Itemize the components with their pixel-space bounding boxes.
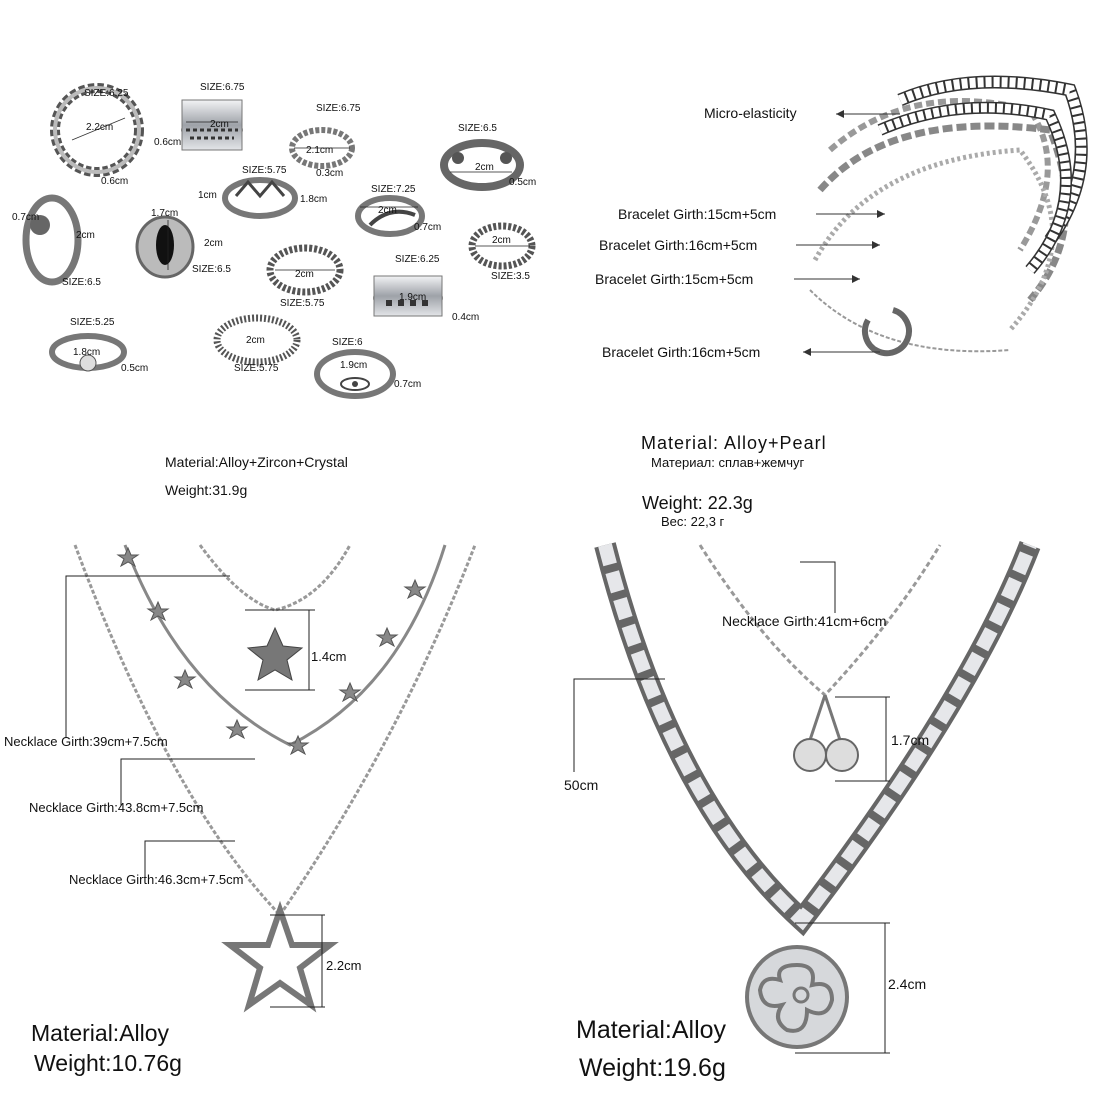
ring-size-label: SIZE:3.5 (491, 271, 530, 282)
bracelet-girth-label: Bracelet Girth:16cm+5cm (599, 237, 758, 253)
pendant-small-size: 1.4cm (311, 649, 347, 664)
rings-panel: SIZE:6.25 2.2cm 0.6cm SIZE:6.75 2cm 0.6c… (0, 0, 550, 540)
ring-dimension-label: 2cm (246, 335, 265, 346)
necklace-set-1-material: Material:Alloy (31, 1020, 170, 1046)
rings-material: Material:Alloy+Zircon+Crystal (165, 454, 348, 470)
flower-medallion-icon (745, 945, 849, 1049)
necklace-set-2-panel: Necklace Girth:41cm+6cm 50cm 1.7cm 2.4cm… (550, 540, 1100, 1100)
necklace-set-1-weight: Weight:10.76g (34, 1050, 182, 1076)
necklace-set-2-weight: Weight:19.6g (579, 1054, 726, 1082)
bracelets-weight: Weight: 22.3g (642, 493, 753, 513)
necklace-girth-label: Necklace Girth:39cm+7.5cm (4, 734, 168, 749)
ring-size-label: SIZE:6.25 (84, 88, 129, 99)
necklace-girth-label: Necklace Girth:43.8cm+7.5cm (29, 800, 204, 815)
ring-dimension-label: 0.6cm (101, 176, 129, 187)
necklace-length-label: 50cm (564, 777, 599, 793)
ring-dimension-label: 0.5cm (121, 363, 149, 374)
ring-size-label: SIZE:6.5 (62, 277, 101, 288)
necklace-girth-label: Necklace Girth:46.3cm+7.5cm (69, 872, 244, 887)
ring-dimension-label: 1.9cm (399, 292, 427, 303)
ring-size-label: SIZE:7.25 (371, 184, 416, 195)
bracelet-girth-label: Bracelet Girth:16cm+5cm (602, 344, 761, 360)
ring-dimension-label: 2cm (492, 235, 511, 246)
ring-dimension-label: 2cm (210, 119, 229, 130)
necklace-girth-label: Necklace Girth:41cm+6cm (722, 613, 887, 629)
bracelets-material: Material: Alloy+Pearl (641, 433, 827, 453)
bracelets-illustration (794, 75, 1088, 357)
ring-dimension-label: 2cm (378, 205, 397, 216)
bracelet-girth-label: Bracelet Girth:15cm+5cm (618, 206, 777, 222)
pearl-strand-icon (877, 75, 1088, 274)
elasticity-label: Micro-elasticity (704, 105, 797, 121)
ring-dimension-label: 2.2cm (86, 122, 114, 133)
ring-size-label: SIZE:5.25 (70, 317, 115, 328)
ring-dimension-label: 0.7cm (414, 222, 442, 233)
pendant-large-size: 2.4cm (888, 976, 927, 992)
ring-size-label: SIZE:6.75 (316, 103, 361, 114)
ring-dimension-label: 2.1cm (306, 145, 334, 156)
rings-illustration (22, 83, 536, 399)
bracelets-material-ru: Материал: сплав+жемчуг (651, 455, 805, 470)
necklace-set-2-illustration (573, 541, 1041, 1054)
bracelets-weight-ru: Вес: 22,3 г (661, 514, 725, 529)
ring-dimension-label: 0.4cm (452, 312, 480, 323)
ring-size-label: SIZE:6.75 (200, 82, 245, 93)
pendant-large-size: 2.2cm (326, 958, 362, 973)
ring-dimension-label: 0.5cm (509, 177, 537, 188)
ring-size-label: SIZE:5.75 (242, 165, 287, 176)
ring-dimension-label: 2cm (475, 162, 494, 173)
ring-dimension-label: 1.8cm (73, 347, 101, 358)
necklace-set-1-illustration (65, 544, 477, 1013)
star-charm-icon (116, 546, 427, 756)
ring-size-label: SIZE:6.25 (395, 254, 440, 265)
pendant-small-size: 1.7cm (891, 732, 930, 748)
ring-dimension-label: 1cm (198, 190, 217, 201)
ring-size-label: SIZE:6.5 (192, 264, 231, 275)
cherry-pendant-icon (793, 694, 859, 772)
ring-dimension-label: 1.9cm (340, 360, 368, 371)
necklace-set-1-panel: 1.4cm 2.2cm Necklace Girth:39cm+7.5cm Ne… (0, 540, 550, 1100)
ring-dimension-label: 2cm (204, 238, 223, 249)
ring-dimension-label: 0.7cm (12, 212, 40, 223)
ring-size-label: SIZE:5.75 (280, 298, 325, 309)
ring-size-label: SIZE:5.75 (234, 363, 279, 374)
ring-dimension-label: 0.6cm (154, 137, 182, 148)
ring-dimension-label: 0.7cm (394, 379, 422, 390)
ring-dimension-label: 1.8cm (300, 194, 328, 205)
ring-dimension-label: 1.7cm (151, 208, 179, 219)
ring-size-label: SIZE:6 (332, 337, 363, 348)
rings-weight: Weight:31.9g (165, 482, 248, 498)
ring-dimension-label: 2cm (76, 230, 95, 241)
ring-size-label: SIZE:6.5 (458, 123, 497, 134)
bracelet-girth-label: Bracelet Girth:15cm+5cm (595, 271, 754, 287)
ring-dimension-label: 0.3cm (316, 168, 344, 179)
ring-dimension-label: 2cm (295, 269, 314, 280)
necklace-set-2-material: Material:Alloy (576, 1016, 727, 1044)
bracelets-panel: Micro-elasticity Bracelet Girth:15cm+5cm… (550, 0, 1100, 540)
